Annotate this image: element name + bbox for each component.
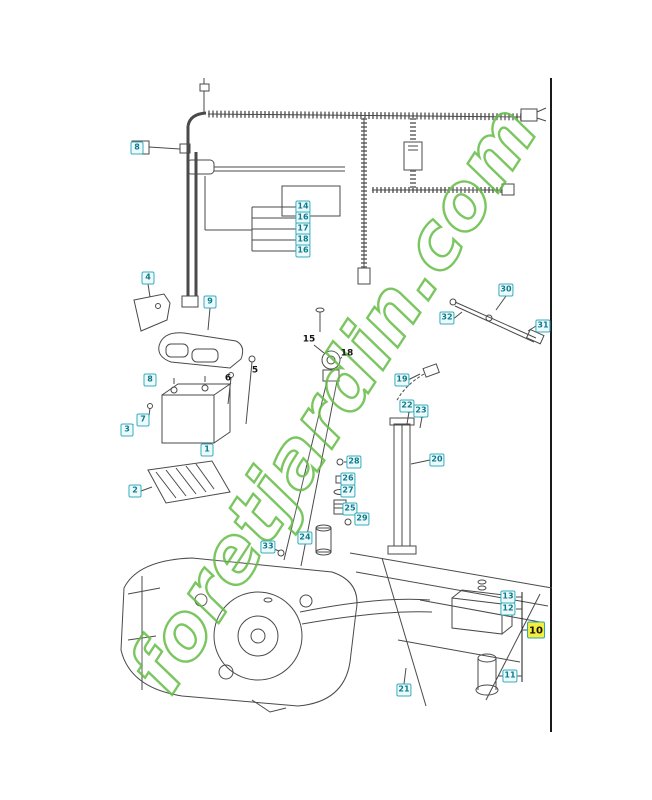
part-callout-5[interactable]: 5 xyxy=(251,365,259,376)
part-callout-7[interactable]: 7 xyxy=(136,413,150,427)
part-callout-22[interactable]: 22 xyxy=(399,399,415,413)
part-callout-27[interactable]: 27 xyxy=(340,484,356,498)
part-callout-9[interactable]: 9 xyxy=(203,295,217,309)
part-callout-4[interactable]: 4 xyxy=(141,271,155,285)
part-callout-32[interactable]: 32 xyxy=(439,311,455,325)
part-callout-2[interactable]: 2 xyxy=(128,484,142,498)
part-callout-31[interactable]: 31 xyxy=(535,319,551,333)
part-callout-15[interactable]: 15 xyxy=(302,334,316,345)
part-callout-33[interactable]: 33 xyxy=(260,540,276,554)
part-callout-10[interactable]: 10 xyxy=(527,621,545,639)
part-callout-24[interactable]: 24 xyxy=(297,531,313,545)
part-callout-29[interactable]: 29 xyxy=(354,512,370,526)
part-callout-30[interactable]: 30 xyxy=(498,283,514,297)
part-callout-16[interactable]: 16 xyxy=(295,244,311,258)
part-callout-11[interactable]: 11 xyxy=(502,669,518,683)
part-callout-8[interactable]: 8 xyxy=(143,373,157,387)
part-callout-20[interactable]: 20 xyxy=(429,453,445,467)
part-callout-12[interactable]: 12 xyxy=(500,602,516,616)
part-callout-19[interactable]: 19 xyxy=(394,373,410,387)
part-callout-1[interactable]: 1 xyxy=(200,443,214,457)
part-callout-28[interactable]: 28 xyxy=(346,455,362,469)
part-callout-23[interactable]: 23 xyxy=(413,404,429,418)
part-callout-3[interactable]: 3 xyxy=(120,423,134,437)
diagram-linework xyxy=(120,78,553,732)
part-callout-8[interactable]: 8 xyxy=(130,141,144,155)
part-callout-25[interactable]: 25 xyxy=(342,502,358,516)
part-callout-21[interactable]: 21 xyxy=(396,683,412,697)
part-callout-6[interactable]: 6 xyxy=(224,373,232,384)
part-callout-18[interactable]: 18 xyxy=(340,348,354,359)
